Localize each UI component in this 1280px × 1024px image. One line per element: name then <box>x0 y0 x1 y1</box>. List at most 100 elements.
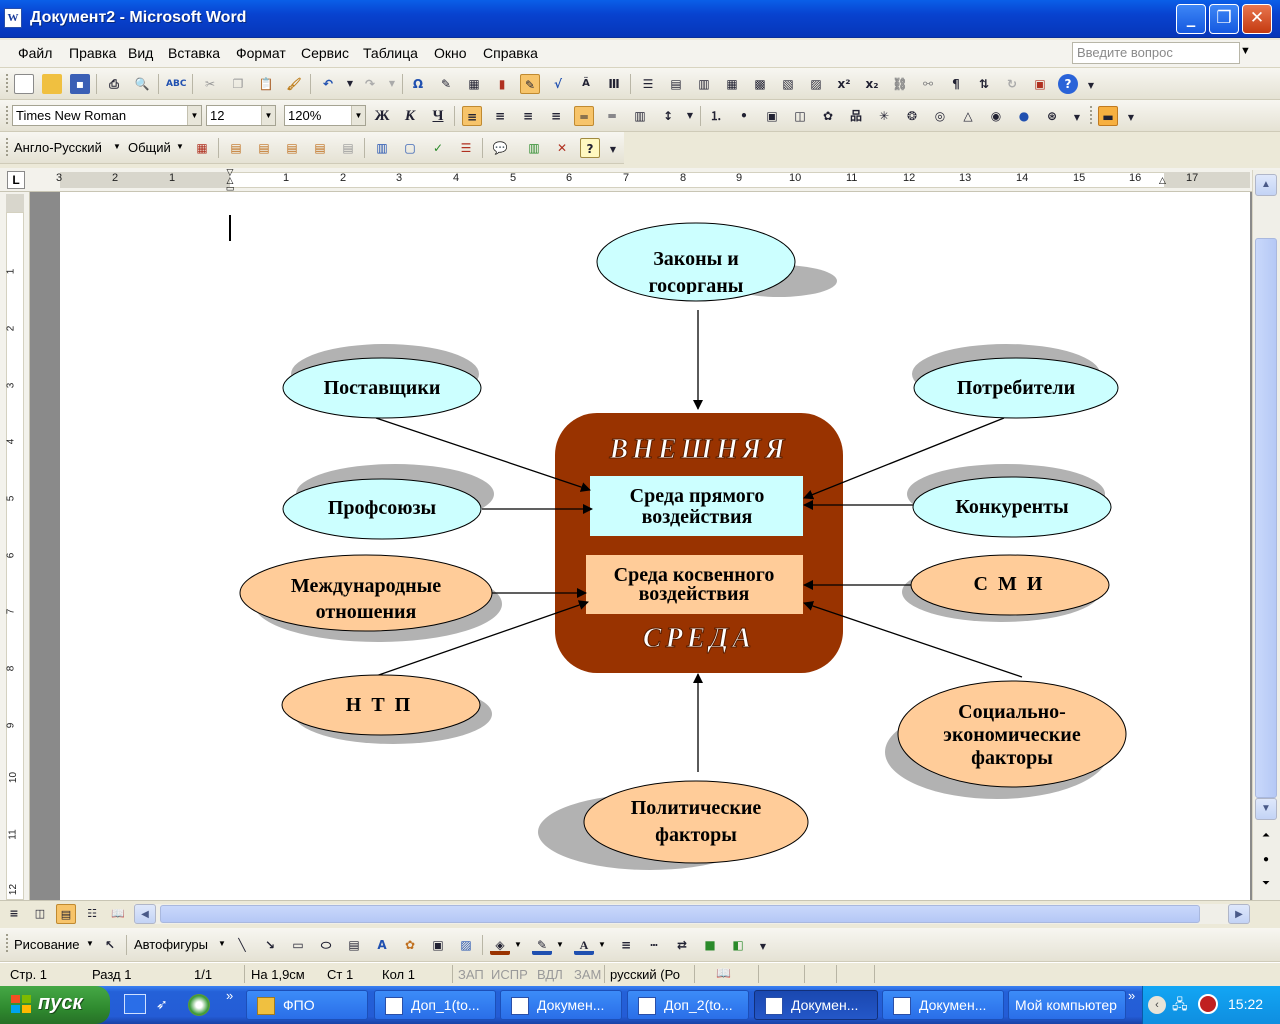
table-grid-icon[interactable]: ▩ <box>754 77 766 91</box>
library-icon[interactable]: ▥ <box>528 141 540 155</box>
books-icon[interactable]: ▥ <box>376 141 388 155</box>
horizontal-scroll-thumb[interactable] <box>160 905 1200 923</box>
print-layout-view-icon[interactable]: ▤ <box>56 904 76 924</box>
node-laws[interactable] <box>596 222 796 302</box>
show-formatting-icon[interactable]: ¶ <box>952 77 960 91</box>
sort-icon[interactable]: ⇅ <box>978 77 990 91</box>
external-environment-diagram[interactable]: ВНЕШНЯЯ СРЕДА Среда прямого воздействия … <box>60 192 1250 900</box>
autoshapes-menu[interactable]: Автофигуры <box>134 937 208 952</box>
notes-icon[interactable]: ▬ <box>1098 106 1118 126</box>
print-preview-icon[interactable]: 🔍 <box>134 77 150 91</box>
next-page-icon[interactable]: ⏷ <box>1262 878 1270 889</box>
bullets-icon[interactable]: • <box>740 109 748 123</box>
close-button[interactable]: ✕ <box>1242 4 1272 34</box>
translate-word-icon[interactable]: ▤ <box>286 141 298 155</box>
node-intl[interactable] <box>239 554 493 632</box>
scroll-up-button[interactable]: ▲ <box>1255 174 1277 196</box>
menu-help[interactable]: Справка <box>483 45 538 61</box>
browse-object-icon[interactable]: ● <box>1262 854 1270 865</box>
scroll-down-button[interactable]: ▼ <box>1255 798 1277 820</box>
scroll-left-button[interactable]: ◀ <box>134 904 156 924</box>
org-chart-icon[interactable]: 品 <box>849 109 862 123</box>
node-competitors[interactable] <box>912 476 1112 538</box>
radial-icon[interactable]: ✳ <box>878 109 890 123</box>
direct-impact-box[interactable] <box>590 476 803 536</box>
help-dropdown-icon[interactable]: ▼ <box>1240 45 1251 57</box>
fill-color-icon[interactable]: ◈ <box>490 935 510 955</box>
new-document-icon[interactable] <box>14 74 34 94</box>
taskbar-item[interactable]: Доп_2(to... <box>627 990 749 1020</box>
quicklaunch-more-icon[interactable]: » <box>226 988 234 1003</box>
antivirus-icon[interactable] <box>1198 994 1218 1014</box>
table-split-icon[interactable]: ▨ <box>810 77 822 91</box>
text-direction-icon[interactable]: Ä <box>582 78 590 89</box>
redo-dropdown-icon[interactable]: ▼ <box>388 79 396 88</box>
select-pointer-icon[interactable]: ↖ <box>104 938 116 952</box>
menu-view[interactable]: Вид <box>128 45 154 61</box>
distribute-icon[interactable]: ═ <box>574 106 594 126</box>
scroll-right-button[interactable]: ▶ <box>1228 904 1250 924</box>
diagram-icon[interactable]: ◫ <box>794 109 806 123</box>
textbox-tool-icon[interactable]: ▤ <box>348 938 360 952</box>
toolbar-grip[interactable] <box>6 934 9 952</box>
line-style-icon[interactable]: ═ <box>608 109 616 123</box>
picture-icon[interactable]: ▨ <box>460 938 472 952</box>
table-insert-col-icon[interactable]: ▦ <box>726 77 738 91</box>
font-name-combo[interactable]: Times New Roman▼ <box>12 105 202 126</box>
venn-icon[interactable]: ◎ <box>934 109 946 123</box>
translate-disabled-icon[interactable]: ▤ <box>342 141 354 155</box>
browser-icon[interactable] <box>188 994 210 1016</box>
toolbar-grip[interactable] <box>6 138 9 156</box>
chevron-down-icon[interactable]: ▼ <box>176 142 184 151</box>
menu-window[interactable]: Окно <box>434 45 467 61</box>
table-merge-icon[interactable]: ▧ <box>782 77 794 91</box>
help-book-icon[interactable]: ? <box>580 138 600 158</box>
translate-language-dropdown[interactable]: Англо-Русский <box>14 140 102 155</box>
network-icon[interactable]: 🖧 <box>1172 996 1188 1012</box>
indent-marker-icon[interactable]: ▽△▭ <box>225 167 235 193</box>
circle-icon[interactable]: ● <box>1018 109 1030 123</box>
restore-button[interactable]: ❐ <box>1209 4 1239 34</box>
status-record[interactable]: ЗАП <box>458 967 484 982</box>
chevron-down-icon[interactable]: ▼ <box>86 939 94 948</box>
3d-style-icon[interactable]: ◧ <box>732 938 744 952</box>
copy-icon[interactable]: ❐ <box>232 77 244 91</box>
clipart-icon[interactable]: ▣ <box>432 938 444 952</box>
taskbar-item[interactable]: Докумен... <box>500 990 622 1020</box>
help-icon[interactable]: ? <box>1058 74 1078 94</box>
undo-dropdown-icon[interactable]: ▼ <box>346 79 354 88</box>
taskbar-item[interactable]: Докумен... <box>882 990 1004 1020</box>
speech-icon[interactable]: 💬 <box>492 141 508 155</box>
superscript-icon[interactable]: x² <box>837 77 851 91</box>
chevron-down-icon[interactable]: ▼ <box>556 940 564 949</box>
numbering-icon[interactable]: ⒈ <box>709 109 722 123</box>
rectangle-tool-icon[interactable]: ▭ <box>292 938 304 952</box>
table-delete-row-icon[interactable]: ▥ <box>698 77 710 91</box>
close-tools-icon[interactable]: ✕ <box>556 141 568 155</box>
status-language[interactable]: русский (Ро <box>610 967 680 982</box>
toolbar-options-icon[interactable]: ▼ <box>609 145 617 154</box>
oval-tool-icon[interactable]: ⬭ <box>320 938 332 952</box>
status-extend[interactable]: ВДЛ <box>537 967 563 982</box>
zoom-combo[interactable]: 120%▼ <box>284 105 366 126</box>
taskbar-item[interactable]: ФПО <box>246 990 368 1020</box>
node-socio[interactable] <box>897 680 1127 788</box>
arrow-style-icon[interactable]: ⇄ <box>676 938 688 952</box>
check-icon[interactable]: ✓ <box>432 141 444 155</box>
cut-icon[interactable]: ✂ <box>204 77 216 91</box>
chevron-down-icon[interactable]: ▼ <box>218 939 226 948</box>
menu-table[interactable]: Таблица <box>363 45 418 61</box>
menu-file[interactable]: Файл <box>18 45 53 61</box>
node-unions[interactable] <box>282 478 482 540</box>
format-painter-icon[interactable]: 🖌 <box>286 77 302 91</box>
redo-icon[interactable]: ↷ <box>364 77 376 91</box>
align-center-icon[interactable]: ≡ <box>494 109 506 123</box>
hyperlink-icon[interactable]: ✎ <box>440 77 452 91</box>
pyramid-icon[interactable]: △ <box>963 109 973 123</box>
refresh-icon[interactable]: ↻ <box>1006 77 1018 91</box>
align-left-icon[interactable]: ≡ <box>462 106 482 126</box>
right-indent-marker-icon[interactable]: △ <box>1159 175 1166 185</box>
spelling-status-icon[interactable]: 📖 <box>716 966 731 980</box>
toolbar-options-icon[interactable]: ▼ <box>1127 113 1135 122</box>
reading-view-icon[interactable]: 📖 <box>111 907 125 920</box>
